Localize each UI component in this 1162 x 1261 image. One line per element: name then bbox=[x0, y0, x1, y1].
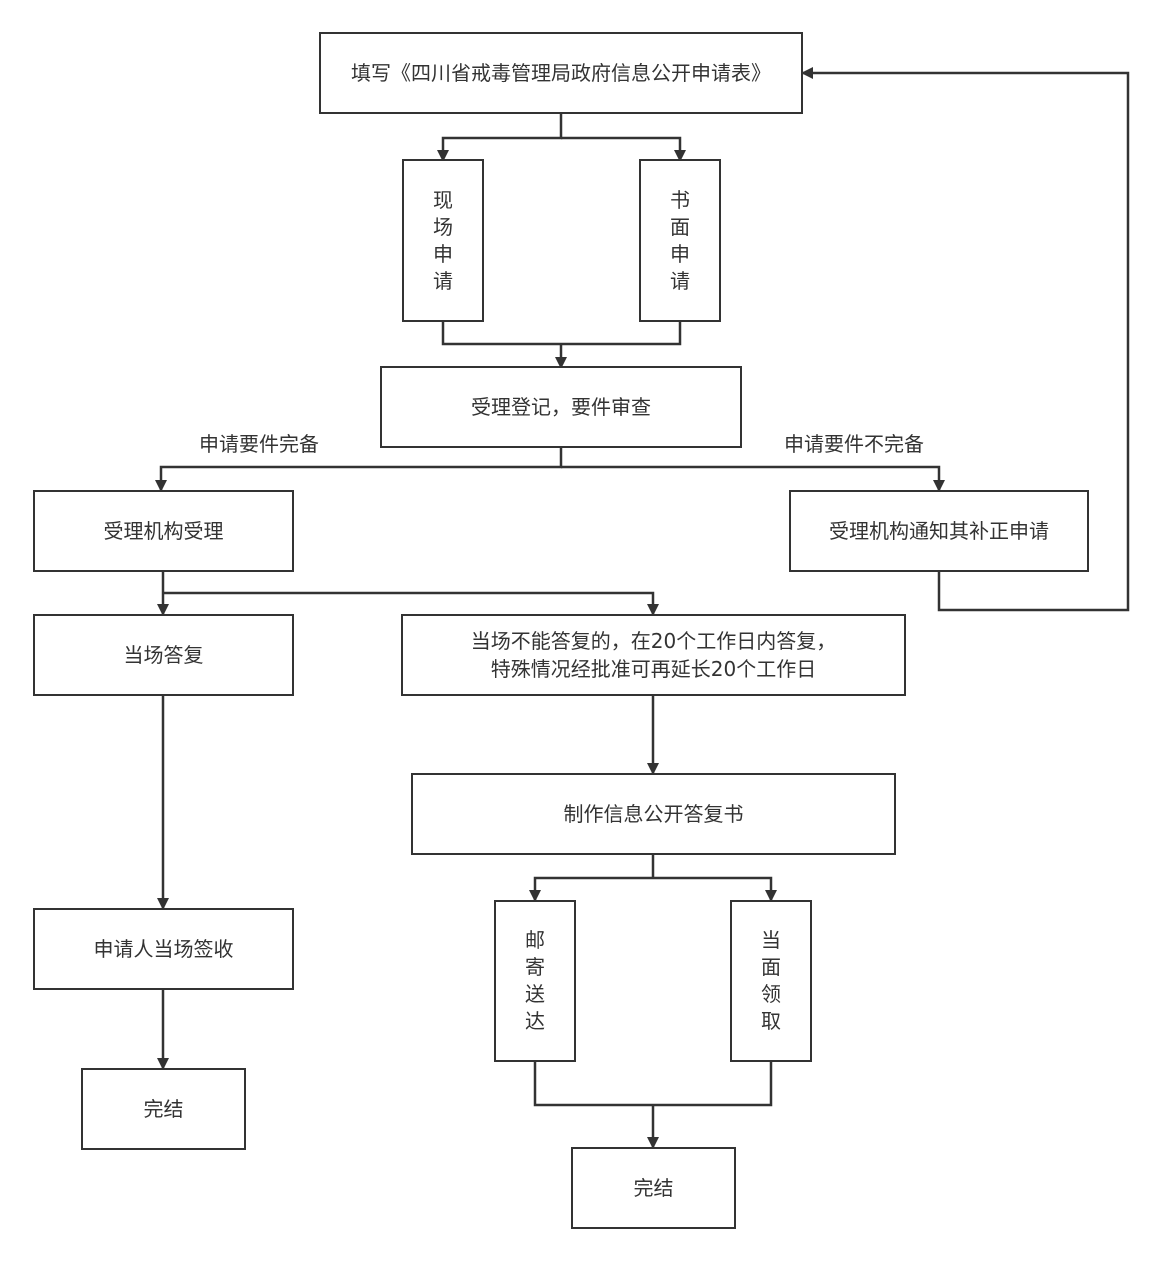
edge-doc-to-mail bbox=[529, 876, 653, 902]
node-make-reply-doc-text: 制作信息公开答复书 bbox=[563, 802, 744, 826]
node-mail-delivery: 邮寄送达 bbox=[494, 900, 576, 1062]
edge-label-complete: 申请要件完备 bbox=[199, 432, 319, 456]
node-notify-correct: 受理机构通知其补正申请 bbox=[789, 490, 1089, 572]
edge-register-to-notify bbox=[561, 465, 945, 492]
node-sign-onsite-text: 申请人当场签收 bbox=[93, 937, 234, 961]
node-onsite-reply-text: 当场答复 bbox=[123, 643, 204, 667]
edge-onsite-merge bbox=[441, 321, 682, 346]
node-onsite-reply: 当场答复 bbox=[33, 614, 294, 696]
node-notify-correct-text: 受理机构通知其补正申请 bbox=[829, 519, 1049, 543]
node-deferred-reply-text: 当场不能答复的，在20个工作日内答复， 特殊情况经批准可再延长20个工作日 bbox=[470, 629, 837, 681]
node-agency-accept: 受理机构受理 bbox=[33, 490, 294, 572]
edge-label-incomplete: 申请要件不完备 bbox=[784, 432, 924, 456]
node-done-right: 完结 bbox=[571, 1147, 736, 1229]
node-deferred-reply: 当场不能答复的，在20个工作日内答复， 特殊情况经批准可再延长20个工作日 bbox=[401, 614, 906, 696]
node-done-left-text: 完结 bbox=[143, 1097, 184, 1121]
edge-accept-to-deferred bbox=[163, 591, 659, 616]
node-onsite-apply-text: 现场申请 bbox=[433, 187, 453, 293]
node-collect-in-person-text: 当面领取 bbox=[761, 928, 781, 1033]
node-written-apply: 书面申请 bbox=[639, 159, 721, 322]
edge-mail-collect-merge bbox=[533, 1061, 773, 1107]
edge-form-to-onsite bbox=[437, 114, 563, 162]
node-make-reply-doc: 制作信息公开答复书 bbox=[411, 773, 896, 855]
node-register-review-text: 受理登记，要件审查 bbox=[471, 395, 651, 419]
node-sign-onsite: 申请人当场签收 bbox=[33, 908, 294, 990]
node-done-left: 完结 bbox=[81, 1068, 246, 1150]
node-mail-delivery-text: 邮寄送达 bbox=[525, 928, 545, 1033]
edge-register-to-accept bbox=[155, 448, 563, 492]
edge-notify-loop-to-form bbox=[801, 67, 1130, 612]
edge-form-to-written bbox=[561, 136, 686, 162]
node-onsite-apply: 现场申请 bbox=[402, 159, 484, 322]
edge-doc-to-collect bbox=[653, 876, 777, 902]
node-collect-in-person: 当面领取 bbox=[730, 900, 812, 1062]
node-register-review: 受理登记，要件审查 bbox=[380, 366, 742, 448]
node-fill-form-text: 填写《四川省戒毒管理局政府信息公开申请表》 bbox=[351, 61, 771, 85]
node-agency-accept-text: 受理机构受理 bbox=[103, 519, 224, 543]
node-written-apply-text: 书面申请 bbox=[670, 187, 690, 293]
node-fill-form: 填写《四川省戒毒管理局政府信息公开申请表》 bbox=[319, 32, 803, 114]
node-done-right-text: 完结 bbox=[633, 1176, 674, 1200]
